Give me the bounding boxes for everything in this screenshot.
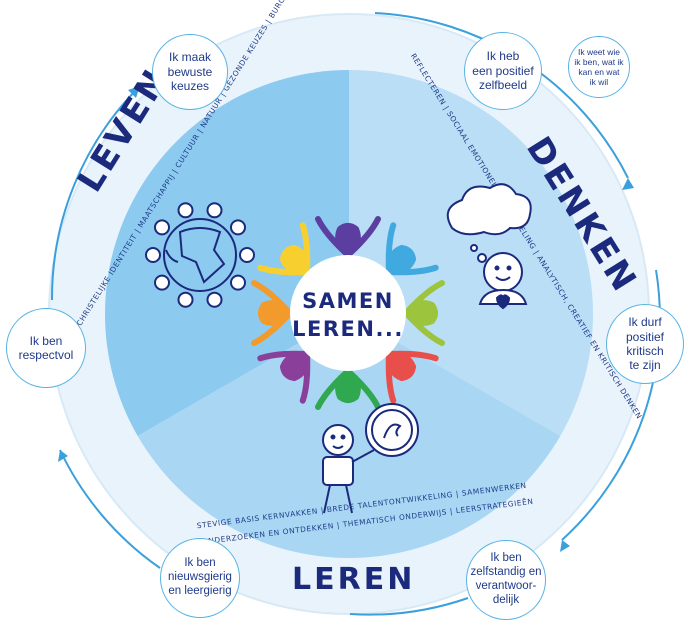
- globe-person-icon: [230, 274, 246, 291]
- center-flower: [251, 216, 445, 410]
- bubble-text: Ik durf positief kritisch te zijn: [625, 315, 665, 373]
- globe-person-icon: [177, 291, 194, 308]
- flower-petal: [257, 350, 311, 404]
- sector-denken: [349, 70, 593, 436]
- globe-person-icon: [154, 274, 170, 291]
- bubble-respectvol: Ik ben respectvol: [6, 308, 86, 388]
- flower-petal: [385, 350, 439, 404]
- bubble-bewuste-keuzes: Ik maak bewuste keuzes: [152, 34, 228, 110]
- bubble-text: Ik ben nieuwsgierig en leergierig: [168, 557, 232, 597]
- globe-person-icon: [154, 219, 170, 236]
- bubble-text: Ik maak bewuste keuzes: [167, 50, 213, 94]
- arrow-heads: [58, 86, 634, 552]
- globe-person-icon: [230, 219, 246, 236]
- flower-petal: [402, 280, 445, 346]
- bubble-weet-wie-ik-ben: Ik weet wie ik ben, wat ik kan en wat ik…: [568, 36, 630, 98]
- flower-petal: [257, 222, 311, 276]
- globe-person-icon: [145, 247, 161, 263]
- sector-title-leren: LEREN: [292, 562, 416, 597]
- flower-petal: [385, 222, 439, 276]
- bubble-text: Ik weet wie ik ben, wat ik kan en wat ik…: [574, 46, 624, 88]
- flower-petal: [251, 280, 294, 346]
- magnifier-person-icon: [322, 403, 419, 514]
- bubble-text: Ik ben zelfstandig en verantwoor- delijk: [470, 552, 542, 606]
- flower-petal: [315, 216, 381, 259]
- bubble-nieuwsgierig: Ik ben nieuwsgierig en leergierig: [160, 538, 240, 618]
- center-line1: SAMEN: [302, 289, 394, 313]
- center-circle: [290, 255, 406, 371]
- globe-person-icon: [239, 247, 255, 263]
- globe-person-icon: [206, 291, 223, 308]
- bubble-text: Ik heb een positief zelfbeeld: [472, 49, 534, 93]
- bubble-positief-kritisch: Ik durf positief kritisch te zijn: [606, 304, 684, 384]
- globe-person-icon: [206, 202, 223, 219]
- sector-leven: [105, 70, 349, 436]
- globe-person-icon: [177, 202, 194, 219]
- center-line2: LEREN...: [292, 317, 404, 341]
- flower-petal: [315, 367, 381, 410]
- bubble-text: Ik ben respectvol: [18, 333, 74, 362]
- thinking-person-icon: [446, 183, 532, 310]
- bubble-positief-zelfbeeld: Ik heb een positief zelfbeeld: [464, 32, 542, 110]
- bubble-zelfstandig: Ik ben zelfstandig en verantwoor- delijk: [466, 540, 546, 620]
- globe-people-icon: [145, 202, 255, 308]
